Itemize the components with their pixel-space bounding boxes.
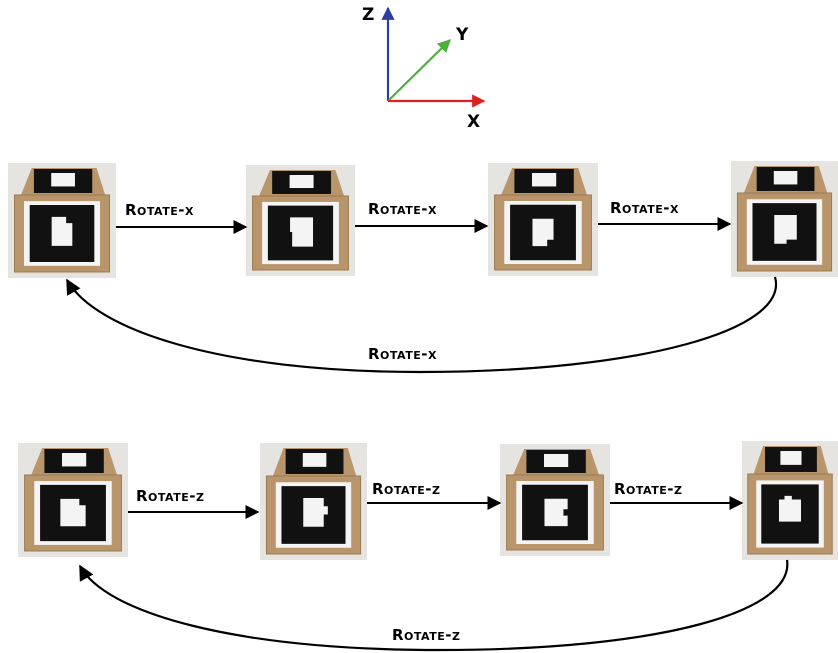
top-marker-glyph xyxy=(289,175,314,189)
rotate-x-row: Rotate-x Rotate-x Rotate-x Rotate-x xyxy=(66,199,778,374)
rotate-z-return-label: Rotate-z xyxy=(392,626,460,644)
rotate-z-row: Rotate-z Rotate-z Rotate-z Rotate-z xyxy=(79,480,789,652)
top-marker-glyph xyxy=(51,173,75,187)
top-marker-glyph xyxy=(544,454,569,468)
cube-photo-5 xyxy=(18,443,128,557)
z-axis-label: Z xyxy=(362,5,374,25)
x-axis-label: X xyxy=(467,112,480,132)
cube-photo-8 xyxy=(742,441,838,560)
top-marker-glyph xyxy=(62,453,87,467)
rotate-x-return-label: Rotate-x xyxy=(368,345,437,363)
rotate-z-label-3: Rotate-z xyxy=(614,480,682,498)
rotate-x-label-3: Rotate-x xyxy=(610,199,679,217)
cube-photos xyxy=(8,161,838,560)
cube-photo-2 xyxy=(246,165,355,276)
rotate-z-label-1: Rotate-z xyxy=(136,487,204,505)
front-marker-glyph xyxy=(60,498,86,527)
front-marker-glyph xyxy=(51,216,73,246)
y-axis-label: Y xyxy=(455,25,469,45)
front-marker-glyph xyxy=(774,215,797,244)
top-marker-glyph xyxy=(780,451,802,465)
front-marker-glyph xyxy=(532,218,554,247)
cube-photo-6 xyxy=(260,443,367,560)
top-marker-glyph xyxy=(302,453,327,467)
cube-photo-7 xyxy=(500,444,610,556)
rotate-x-return-arrow xyxy=(66,276,778,374)
front-marker-glyph xyxy=(544,498,568,527)
front-marker-glyph xyxy=(778,495,802,522)
y-axis xyxy=(387,39,451,102)
front-marker-glyph xyxy=(290,217,314,247)
top-marker-glyph xyxy=(773,171,798,185)
top-marker-glyph xyxy=(532,173,557,187)
rotate-z-label-2: Rotate-z xyxy=(372,480,440,498)
coordinate-axes: Z Y X xyxy=(362,5,486,132)
cube-photo-4 xyxy=(731,161,838,277)
rotate-x-label-1: Rotate-x xyxy=(125,201,194,219)
front-marker-glyph xyxy=(303,498,328,527)
rotate-z-return-arrow xyxy=(79,559,789,652)
rotate-x-label-2: Rotate-x xyxy=(368,200,437,218)
cube-photo-1 xyxy=(8,163,116,278)
cube-photo-3 xyxy=(488,163,598,276)
